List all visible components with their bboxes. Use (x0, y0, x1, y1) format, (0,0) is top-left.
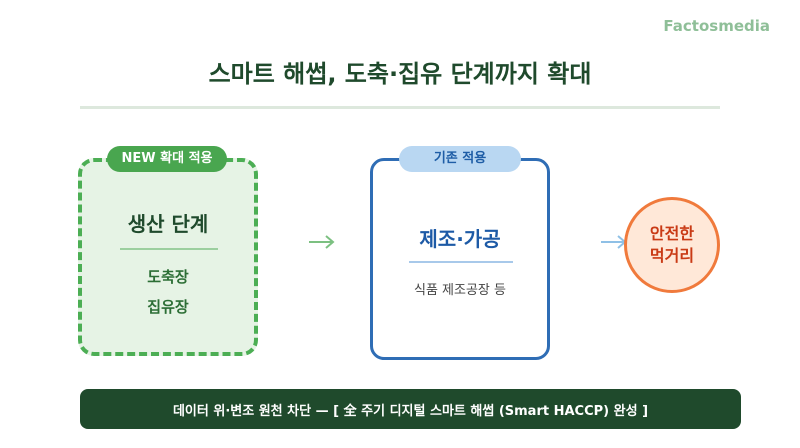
brand-logo: Factosmedia (663, 17, 770, 35)
safe-food-line1: 안전한 (649, 224, 695, 243)
safe-food-line2: 먹거리 (649, 246, 695, 265)
new-expansion-badge: NEW 확대 적용 (107, 146, 227, 172)
production-stage-box: 생산 단계 도축장 집유장 (78, 158, 258, 356)
production-divider (120, 248, 218, 250)
production-stage-title: 생산 단계 (127, 212, 209, 236)
manufacturing-stage-subtitle: 식품 제조공장 등 (414, 283, 506, 298)
production-item-milk-collection: 집유장 (147, 298, 189, 316)
existing-application-badge: 기존 적용 (399, 146, 521, 172)
manufacturing-stage-title: 제조·가공 (419, 227, 501, 251)
title-divider (80, 106, 720, 109)
arrow-right-icon (309, 235, 335, 249)
safe-food-circle: 안전한 먹거리 (624, 197, 720, 293)
manufacturing-stage-box: 제조·가공 식품 제조공장 등 (370, 158, 550, 360)
summary-banner: 데이터 위·변조 원천 차단 — [ 全 주기 디지털 스마트 해썹 (Smar… (80, 389, 741, 429)
production-item-slaughterhouse: 도축장 (147, 268, 189, 286)
page-title: 스마트 해썹, 도축·집유 단계까지 확대 (208, 60, 592, 88)
manufacturing-divider (409, 261, 513, 263)
